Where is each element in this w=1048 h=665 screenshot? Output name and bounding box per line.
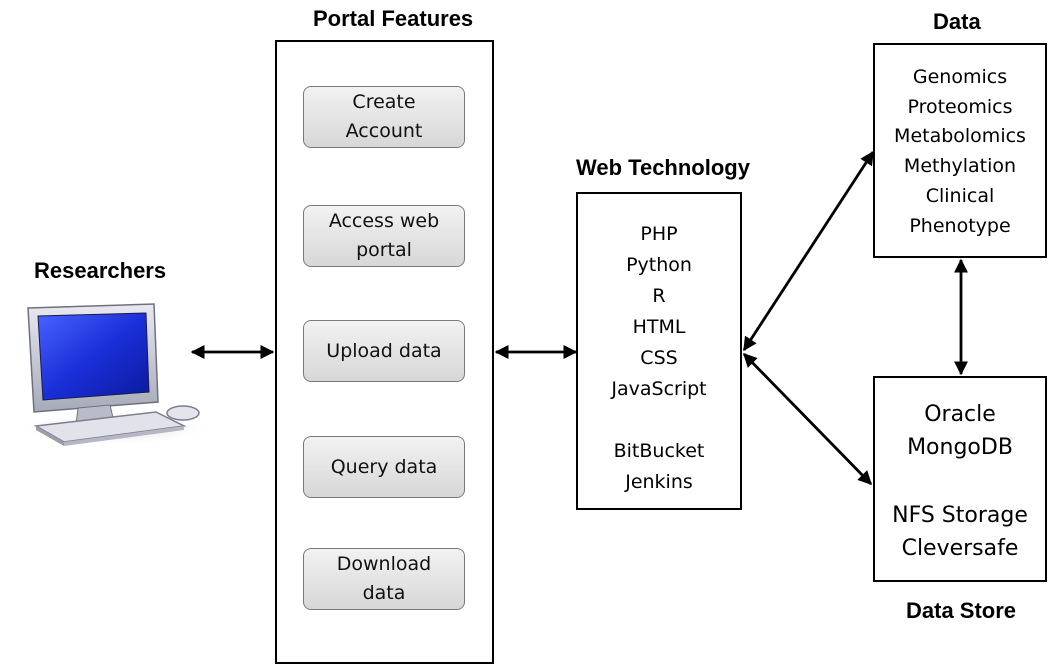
data-heading: Data	[933, 9, 981, 34]
tech-tool-item: BitBucket	[613, 440, 705, 462]
tech-item: Python	[626, 254, 692, 276]
data-types-list: Genomics Proteomics Metabolomics Methyla…	[873, 63, 1047, 241]
webtech-datastore-arrow	[742, 352, 873, 486]
data-type-item: Metabolomics	[894, 125, 1026, 148]
database-item: Oracle	[924, 402, 996, 427]
web-technology-list: PHP Python R HTML CSS JavaScript BitBuck…	[576, 219, 742, 498]
data-type-item: Phenotype	[909, 214, 1011, 237]
database-item: MongoDB	[907, 435, 1013, 460]
data-box	[873, 43, 1047, 258]
tech-item: CSS	[640, 347, 678, 369]
data-store-list: Oracle MongoDB NFS Storage Cleversafe	[873, 398, 1047, 565]
web-technology-heading: Web Technology	[576, 155, 750, 180]
data-store-box	[873, 376, 1047, 582]
tech-tool-item: Jenkins	[625, 471, 693, 493]
query-data-button[interactable]: Query data	[303, 436, 465, 498]
data-type-item: Genomics	[912, 66, 1008, 88]
data-store-heading: Data Store	[906, 598, 1017, 623]
data-type-item: Proteomics	[907, 95, 1013, 118]
upload-data-button[interactable]: Upload data	[303, 320, 465, 382]
tech-item: R	[652, 285, 666, 307]
data-type-item: Clinical	[925, 184, 995, 207]
data-type-item: Methylation	[903, 155, 1017, 178]
storage-item: NFS Storage	[892, 503, 1028, 528]
tech-item: PHP	[640, 223, 678, 245]
webtech-data-arrow	[742, 150, 875, 352]
portal-features-heading: Portal Features	[313, 6, 474, 31]
web-technology-box	[576, 192, 742, 510]
researchers-heading: Researchers	[34, 258, 167, 283]
storage-item: Cleversafe	[901, 536, 1019, 561]
tech-item: JavaScript	[611, 378, 707, 400]
desktop-computer-icon	[6, 300, 216, 450]
tech-item: HTML	[632, 316, 686, 338]
